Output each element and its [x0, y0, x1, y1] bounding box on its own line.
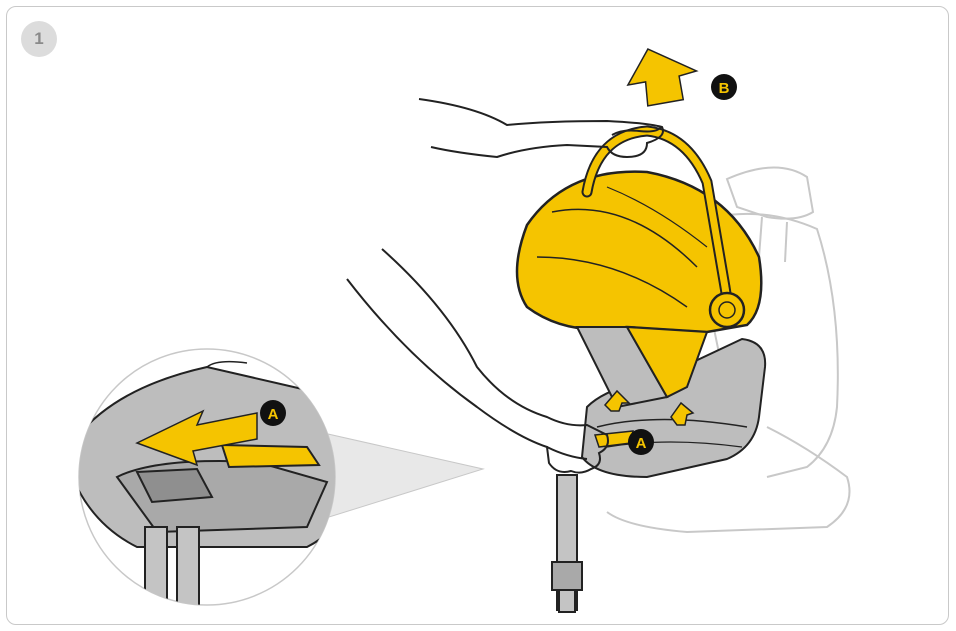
- svg-text:B: B: [719, 80, 730, 97]
- callout-a-zoom-label: A: [268, 406, 279, 423]
- callout-b-icon: B: [711, 74, 737, 100]
- detail-zoom-circle: A: [77, 349, 483, 624]
- instruction-panel: 1: [6, 6, 949, 625]
- callout-a-icon: A: [628, 429, 654, 455]
- installation-illustration: B A A: [7, 7, 948, 624]
- svg-text:A: A: [636, 435, 647, 452]
- lift-arrow-icon: [622, 41, 701, 108]
